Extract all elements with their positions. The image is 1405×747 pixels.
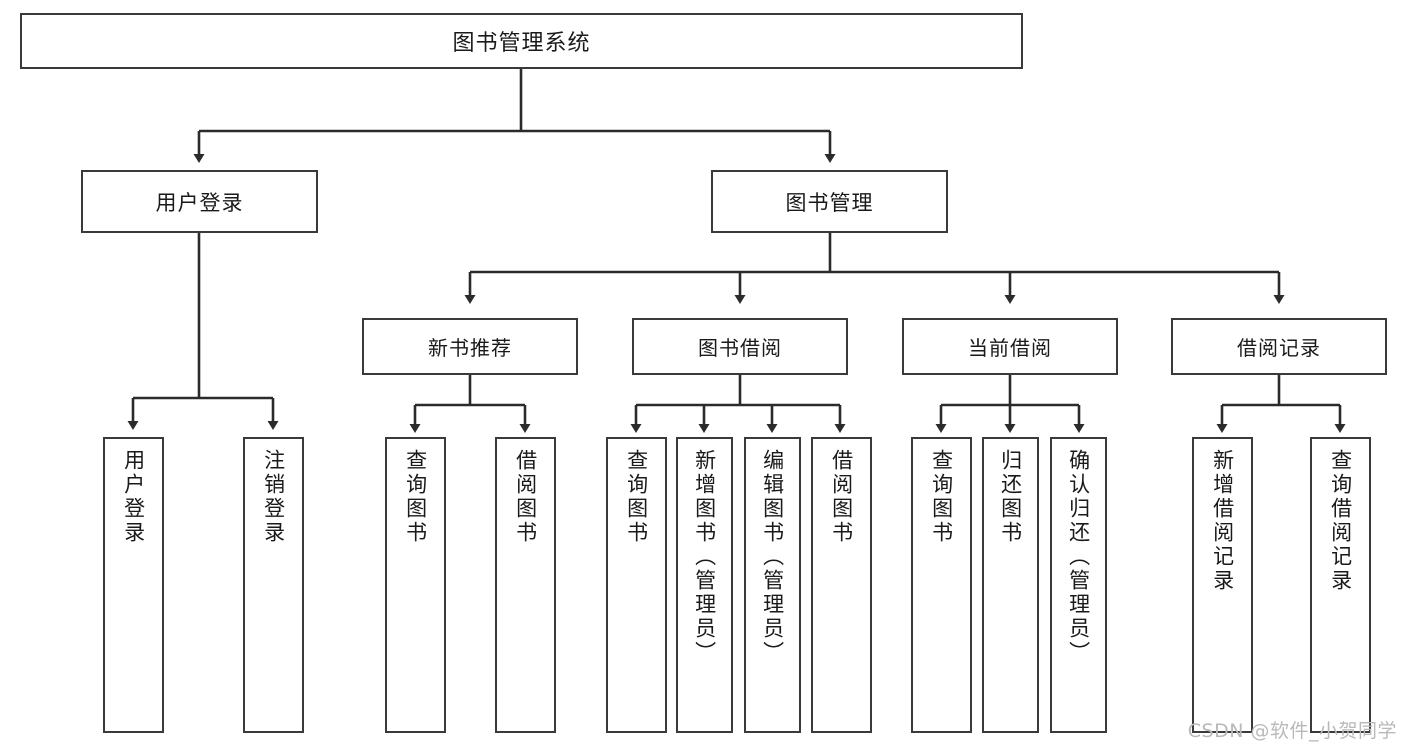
leaf-label: 新增图书（管理员）	[692, 449, 717, 665]
node-root-library-system[interactable]: 图书管理系统	[20, 13, 1023, 69]
node-root-label: 图书管理系统	[452, 31, 591, 56]
node-user-login[interactable]: 用户登录	[81, 170, 318, 233]
node-new-book-recommend[interactable]: 新书推荐	[362, 318, 578, 375]
node-book-management[interactable]: 图书管理	[711, 170, 948, 233]
node-borrow-record-label: 借阅记录	[1237, 336, 1321, 360]
leaf-user-login-login[interactable]: 用户登录	[103, 437, 164, 733]
leaf-label: 查询图书	[929, 449, 954, 545]
leaf-label: 用户登录	[121, 449, 146, 545]
node-new-book-recommend-label: 新书推荐	[428, 336, 512, 360]
leaf-label: 借阅图书	[513, 449, 538, 545]
leaf-label: 新增借阅记录	[1210, 449, 1235, 593]
node-book-borrow-label: 图书借阅	[698, 336, 782, 360]
leaf-current-borrow-confirm-return-admin[interactable]: 确认归还（管理员）	[1050, 437, 1107, 733]
leaf-label: 借阅图书	[829, 449, 854, 545]
node-current-borrow[interactable]: 当前借阅	[902, 318, 1118, 375]
leaf-current-borrow-query-book[interactable]: 查询图书	[911, 437, 972, 733]
leaf-label: 编辑图书（管理员）	[760, 449, 785, 665]
leaf-new-book-borrow-book[interactable]: 借阅图书	[495, 437, 556, 733]
leaf-book-borrow-query-book[interactable]: 查询图书	[606, 437, 667, 733]
node-book-management-label: 图书管理	[785, 190, 874, 215]
node-book-borrow[interactable]: 图书借阅	[632, 318, 848, 375]
leaf-book-borrow-borrow-book[interactable]: 借阅图书	[811, 437, 872, 733]
leaf-new-book-query-book[interactable]: 查询图书	[385, 437, 446, 733]
leaf-current-borrow-return-book[interactable]: 归还图书	[982, 437, 1039, 733]
node-current-borrow-label: 当前借阅	[968, 336, 1052, 360]
leaf-book-borrow-edit-book-admin[interactable]: 编辑图书（管理员）	[744, 437, 801, 733]
leaf-user-login-logout[interactable]: 注销登录	[243, 437, 304, 733]
leaf-label: 注销登录	[261, 449, 286, 545]
leaf-borrow-record-add-record[interactable]: 新增借阅记录	[1192, 437, 1253, 733]
leaf-label: 确认归还（管理员）	[1066, 449, 1091, 665]
leaf-label: 查询借阅记录	[1328, 449, 1353, 593]
leaf-book-borrow-add-book-admin[interactable]: 新增图书（管理员）	[676, 437, 733, 733]
node-user-login-label: 用户登录	[155, 190, 244, 215]
leaf-borrow-record-query-record[interactable]: 查询借阅记录	[1310, 437, 1371, 733]
leaf-label: 归还图书	[998, 449, 1023, 545]
node-borrow-record[interactable]: 借阅记录	[1171, 318, 1387, 375]
leaf-label: 查询图书	[624, 449, 649, 545]
leaf-label: 查询图书	[403, 449, 428, 545]
